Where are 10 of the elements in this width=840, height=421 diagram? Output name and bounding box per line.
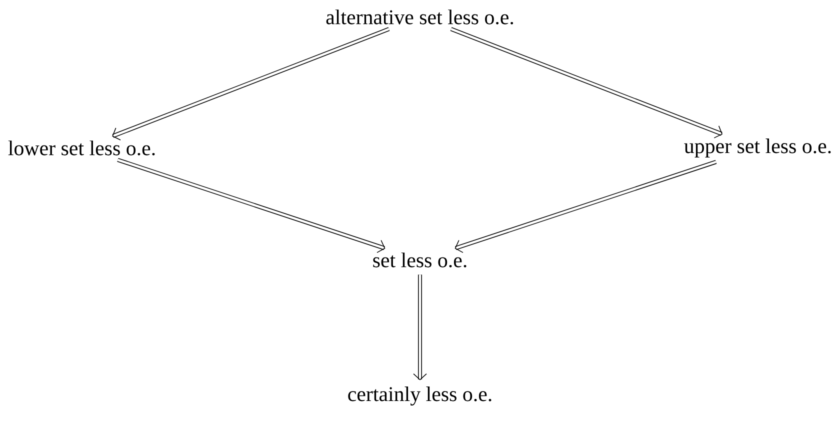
implication-arrow	[454, 160, 717, 253]
node-label: upper set less o.e.	[684, 138, 831, 158]
node-label: certainly less o.e.	[348, 386, 492, 406]
node-label: lower set less o.e.	[8, 140, 155, 156]
implication-arrow	[450, 27, 723, 138]
node-label: set less o.e.	[373, 252, 466, 268]
implication-arrow	[112, 27, 390, 140]
implication-arrow	[117, 158, 386, 253]
implication-arrow	[413, 274, 427, 380]
node-label: alternative set less o.e.	[326, 10, 514, 24]
